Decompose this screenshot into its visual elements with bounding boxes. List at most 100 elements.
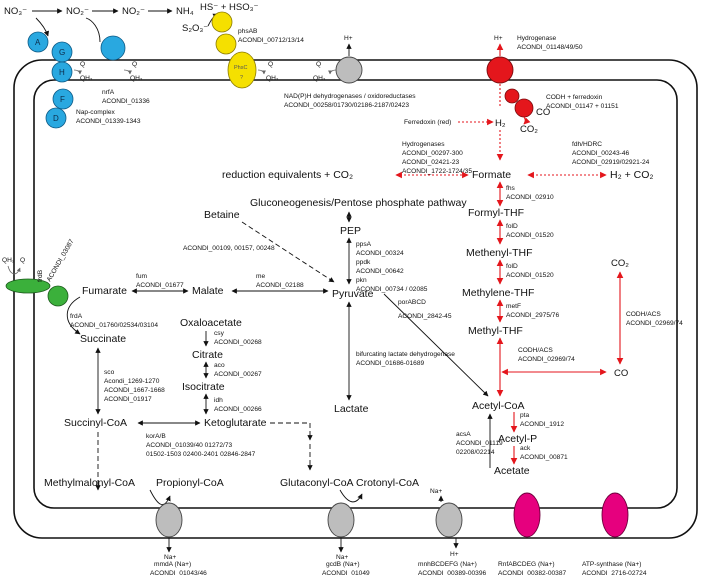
ion-nh4: NH₄ (176, 6, 194, 17)
gcdb-transporter (327, 502, 355, 538)
codh-acs2-label: CODH/ACS (626, 311, 661, 318)
hydrogenases-id-3: ACONDI_1722-1724/35 (402, 168, 472, 175)
bld-label: bifurcating lactate dehydrogenase (356, 351, 455, 358)
fhs-label: fhs (506, 185, 515, 192)
nadph-q: Q (316, 61, 321, 68)
sco-label: sco (104, 369, 115, 376)
gcdb-id: ACONDI_01049 (322, 570, 370, 576)
codh-enzyme-a (504, 88, 520, 104)
ppdk-id: ACONDI_00642 (356, 268, 404, 275)
aco-id: ACONDI_00267 (214, 371, 262, 378)
atp-label: ATP-synthase (Na+) (582, 561, 641, 568)
sco-id-3: ACONDI_01917 (104, 396, 152, 403)
nrfa-q: Q (132, 61, 137, 68)
hydrogenases-label: Hydrogenases (402, 141, 445, 148)
metabolite-formyl-thf: Formyl-THF (468, 207, 524, 219)
codh-acs2-id: ACONDI_02969/74 (626, 320, 683, 327)
fold2-id: ACONDI_01520 (506, 272, 554, 279)
por-id: ACONDI_2842-45 (398, 313, 452, 320)
hydrog-id: ACONDI_01148/49/50 (517, 44, 583, 51)
codh-acs1-id: ACONDI_02969/74 (518, 356, 575, 363)
svg-text:A: A (35, 38, 41, 47)
por-label: porABCD (398, 299, 426, 306)
sco-id-1: Acondi_1269-1270 (104, 378, 160, 385)
metabolite-oxaloacetate: Oxaloacetate (180, 317, 242, 329)
phs-qh2: QH₂ (266, 75, 279, 82)
svg-text:G: G (59, 48, 65, 57)
metabolite-formate: Formate (472, 169, 511, 181)
nap-label: Nap-complex (76, 109, 116, 116)
gcdb-label: gcdB (Na+) (326, 561, 360, 568)
gcdb-na: Na+ (336, 554, 348, 561)
phsc-enzyme (227, 51, 257, 89)
phs-q: Q (268, 61, 273, 68)
nrfa-id: ACONDI_01336 (102, 98, 150, 105)
metabolite-succinyl-coa: Succinyl-CoA (64, 417, 127, 429)
metabolite-methenyl-thf: Methenyl-THF (466, 247, 533, 259)
metabolite-gluconeogenesis: Gluconeogenesis/Pentose phosphate pathwa… (250, 197, 467, 209)
ion-s2o3: S₂O₃⁻ (182, 23, 208, 34)
svg-text:F: F (60, 95, 65, 104)
metabolite-h2-co2: H₂ + CO₂ (610, 169, 653, 181)
rnf-label: RnfABCDEG (Na+) (498, 561, 555, 568)
metabolite-succinate: Succinate (80, 333, 126, 345)
csy-id: ACONDI_00268 (214, 339, 262, 346)
mmda-transporter (155, 502, 183, 538)
atp-synthase (601, 492, 629, 538)
pkn-id: ACONDI_00734 / 02085 (356, 286, 428, 293)
mmda-na: Na+ (164, 554, 176, 561)
ppsa-id: ACONDI_00324 (356, 250, 404, 257)
nrfa-enzyme (100, 35, 126, 61)
phsab-id: ACONDI_00712/13/14 (238, 37, 304, 44)
nap-q: Q (80, 61, 85, 68)
phsab-enzyme (211, 11, 237, 55)
right-co2: CO₂ (611, 258, 629, 269)
fold1-label: folD (506, 223, 518, 230)
metabolite-pep: PEP (340, 225, 361, 237)
ack-id: ACONDI_00871 (520, 454, 568, 461)
metabolite-crotonyl-coa: Crotonyl-CoA (356, 477, 419, 489)
frda-label: frdA (70, 313, 83, 320)
ion-no2-a: NO₂⁻ (66, 6, 89, 17)
hydrogenase-enzyme (486, 56, 514, 84)
codh-co: CO (536, 107, 550, 118)
idh-label: idh (214, 397, 223, 404)
metabolite-citrate: Citrate (192, 349, 223, 361)
mnh-label: mnhBCDEFG (Na+) (418, 561, 477, 568)
metabolite-acetate: Acetate (494, 465, 530, 477)
kor-id-1: ACONDI_01039/40 01272/73 (146, 442, 232, 449)
hydrog-label: Hydrogenase (517, 35, 557, 42)
idh-id: ACONDI_00266 (214, 406, 262, 413)
acsa-label: acsA (456, 431, 471, 438)
nadph-hplus: H+ (344, 35, 353, 42)
ion-h2: H₂ (495, 118, 506, 129)
pkn-label: pkn (356, 277, 367, 284)
codh-acs1-label: CODH/ACS (518, 347, 553, 354)
metf-id: ACONDI_2975/76 (506, 312, 559, 319)
sco-id-2: ACONDI_1667-1668 (104, 387, 165, 394)
frda-id: ACONDI_01760/02534/03104 (70, 322, 158, 329)
ack-label: ack (520, 445, 531, 452)
rnf-complex (513, 492, 541, 538)
fold1-id: ACONDI_01520 (506, 232, 554, 239)
fdh-id-2: ACONDI_02919/02921-24 (572, 159, 650, 166)
codh-enzyme-b (514, 98, 534, 118)
codh-co2: CO₂ (520, 124, 538, 135)
acsa-id-2: 02208/02214 (456, 449, 495, 456)
phsc-label: PhsC (234, 65, 247, 71)
fum-id: ACONDI_01677 (136, 282, 184, 289)
svg-text:D: D (53, 114, 59, 123)
metabolite-methyl-thf: Methyl-THF (468, 325, 523, 337)
metabolite-acetyl-coa: Acetyl-CoA (472, 400, 525, 412)
metabolite-malate: Malate (192, 285, 224, 297)
svg-text:H: H (59, 68, 65, 77)
mnh-hplus: H+ (450, 551, 459, 558)
metabolite-isocitrate: Isocitrate (182, 381, 225, 393)
mmda-label: mmdA (Na+) (154, 561, 191, 568)
ion-no3: NO₃⁻ (4, 6, 27, 17)
kor-id-2: 01502-1503 02400-2401 02846-2847 (146, 451, 256, 458)
metf-label: metF (506, 303, 521, 310)
metabolite-methylmalonyl-coa: Methylmalonyl-CoA (44, 477, 135, 489)
metabolite-glutaconyl-coa: Glutaconyl-CoA (280, 477, 354, 489)
